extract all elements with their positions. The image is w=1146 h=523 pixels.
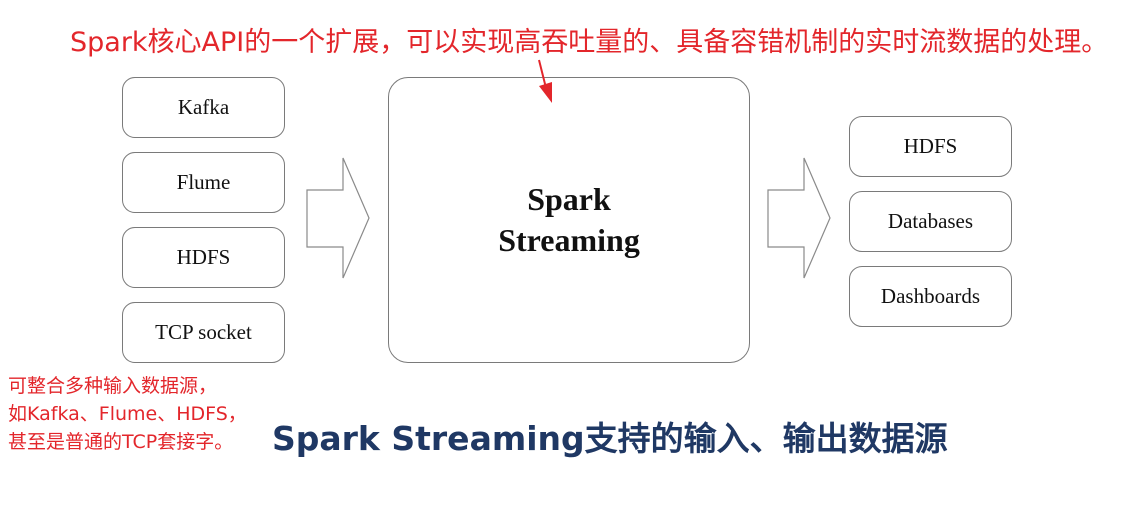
spark-streaming-core-box: Spark Streaming [388,77,750,363]
input-source-hdfs: HDFS [122,227,285,288]
output-flow-arrow-icon [767,157,831,279]
input-source-flume: Flume [122,152,285,213]
annotation-left: 可整合多种输入数据源， 如Kafka、Flume、HDFS， 甚至是普通的TCP… [8,372,247,456]
output-sink-dashboards: Dashboards [849,266,1012,327]
input-source-kafka: Kafka [122,77,285,138]
annotation-left-line3: 甚至是普通的TCP套接字。 [8,431,234,453]
core-label-line1: Spark [527,181,611,217]
annotation-left-line2: 如Kafka、Flume、HDFS， [8,403,247,425]
annotation-top: Spark核心API的一个扩展，可以实现高吞吐量的、具备容错机制的实时流数据的处… [70,27,1109,58]
annotation-left-line1: 可整合多种输入数据源， [8,375,218,397]
output-sink-hdfs: HDFS [849,116,1012,177]
output-sink-databases: Databases [849,191,1012,252]
figure-caption: Spark Streaming支持的输入、输出数据源 [272,419,948,458]
input-source-tcp-socket: TCP socket [122,302,285,363]
input-flow-arrow-icon [306,157,370,279]
annotation-pointer-arrow-icon [538,59,552,103]
core-label: Spark Streaming [498,179,640,261]
core-label-line2: Streaming [498,222,640,258]
